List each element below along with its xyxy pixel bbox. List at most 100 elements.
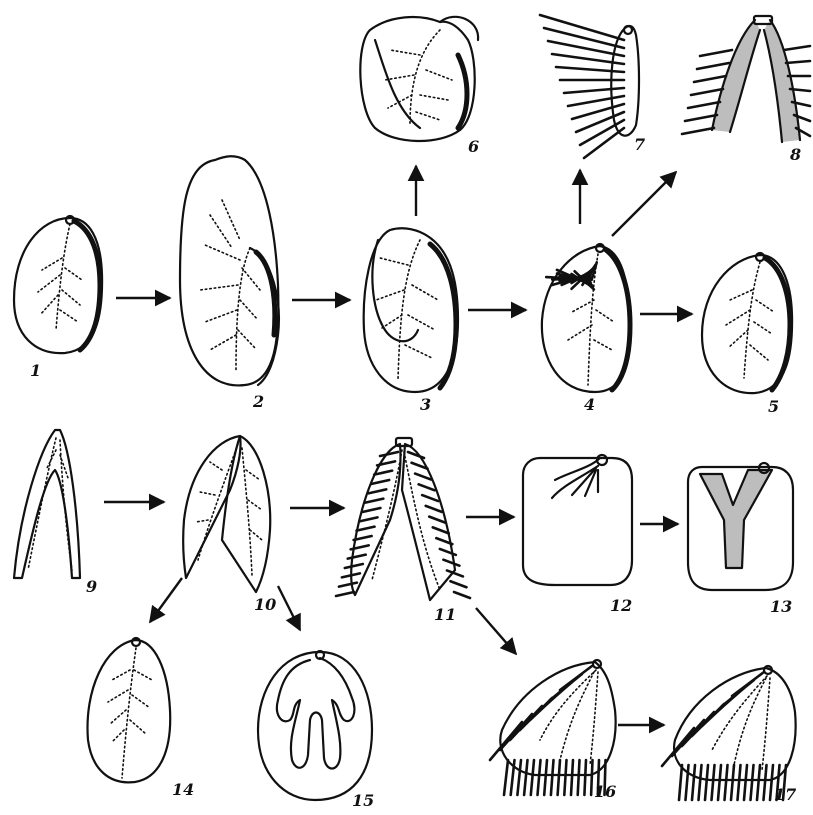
hair-stroke (679, 765, 682, 800)
hair-stroke (368, 489, 386, 493)
hair-stroke (538, 760, 541, 795)
hair-stroke (584, 760, 586, 795)
hair-stroke (568, 96, 624, 106)
label-16: 16 (594, 782, 616, 801)
hair-stroke (500, 714, 532, 750)
shape-4 (542, 244, 630, 392)
hair-stroke (770, 765, 773, 800)
hair-stroke (757, 765, 760, 800)
hair-stroke (544, 760, 547, 795)
hair-stroke (691, 89, 723, 95)
shape-2 (180, 156, 279, 385)
hair-stroke (692, 765, 695, 800)
hair-stroke (751, 765, 754, 800)
label-12: 12 (610, 596, 632, 615)
label-13: 13 (770, 597, 792, 616)
hair-stroke (564, 88, 624, 93)
hair-stroke (731, 765, 734, 800)
arrow-11-16 (476, 608, 516, 654)
hair-stroke (504, 760, 508, 795)
hair-stroke (365, 499, 383, 503)
hair-stroke (591, 760, 592, 795)
shape-8 (682, 16, 810, 142)
label-14: 14 (172, 780, 194, 799)
hair-stroke (426, 506, 442, 512)
shape-11 (336, 438, 470, 600)
shape-3 (364, 228, 458, 392)
hair-stroke (336, 592, 354, 596)
label-15: 15 (352, 791, 374, 810)
hair-stroke (571, 760, 573, 795)
label-8: 8 (789, 145, 801, 164)
label-17: 17 (774, 785, 796, 804)
hair-stroke (415, 474, 431, 480)
label-7: 7 (634, 135, 645, 154)
shape-14 (88, 638, 171, 782)
arrow-10-15 (278, 586, 300, 630)
hair-stroke (517, 760, 521, 795)
shape-15 (258, 651, 372, 800)
hair-stroke (784, 46, 810, 50)
hair-stroke (524, 760, 527, 795)
hair-stroke (490, 722, 522, 760)
label-9: 9 (86, 577, 97, 596)
hair-stroke (450, 581, 466, 587)
shape-12 (523, 455, 632, 585)
hair-stroke (339, 583, 357, 587)
label-6: 6 (468, 137, 479, 156)
hair-stroke (697, 63, 729, 69)
shape-1 (14, 216, 102, 353)
label-1: 1 (30, 361, 41, 380)
hair-stroke (443, 560, 459, 566)
arrow-4-8 (612, 172, 676, 236)
hair-stroke (359, 517, 377, 521)
hair-stroke (556, 67, 624, 72)
shape-7 (540, 15, 639, 158)
hair-stroke (454, 592, 470, 598)
hair-stroke (362, 508, 380, 512)
hair-stroke (682, 128, 714, 134)
shape-9 (14, 430, 80, 578)
hair-stroke (558, 760, 560, 795)
arrow-10-14 (150, 578, 182, 622)
hair-stroke (699, 765, 702, 800)
hair-stroke (786, 61, 810, 63)
label-5: 5 (768, 397, 779, 416)
hair-stroke (544, 28, 624, 48)
hair-stroke (688, 102, 720, 108)
shape-13 (688, 463, 793, 590)
label-11: 11 (434, 605, 456, 624)
shape-16 (490, 660, 616, 795)
hair-stroke (440, 549, 456, 555)
hair-stroke (694, 76, 726, 82)
hair-stroke (738, 765, 741, 800)
hair-stroke (578, 760, 580, 795)
hair-stroke (345, 564, 363, 568)
hair-stroke (725, 765, 728, 800)
hair-stroke (531, 760, 534, 795)
hair-stroke (712, 765, 715, 800)
hair-stroke (718, 765, 721, 800)
hair-stroke (685, 115, 717, 121)
shape-6 (360, 17, 478, 141)
hair-stroke (371, 480, 389, 484)
hair-stroke (419, 484, 435, 490)
hair-stroke (572, 104, 624, 119)
hair-stroke (700, 50, 732, 56)
label-2: 2 (252, 392, 264, 411)
hair-stroke (744, 765, 747, 800)
hair-stroke (764, 765, 767, 800)
hair-stroke (564, 760, 566, 795)
hair-stroke (705, 765, 708, 800)
shape-17 (662, 666, 796, 800)
hair-stroke (348, 555, 366, 559)
hair-stroke (357, 527, 375, 531)
shape-10 (183, 436, 270, 592)
label-3: 3 (420, 395, 431, 414)
hair-stroke (551, 760, 554, 795)
hair-stroke (422, 495, 438, 501)
shape-5 (702, 253, 792, 393)
label-4: 4 (584, 395, 595, 414)
hair-stroke (429, 517, 445, 523)
